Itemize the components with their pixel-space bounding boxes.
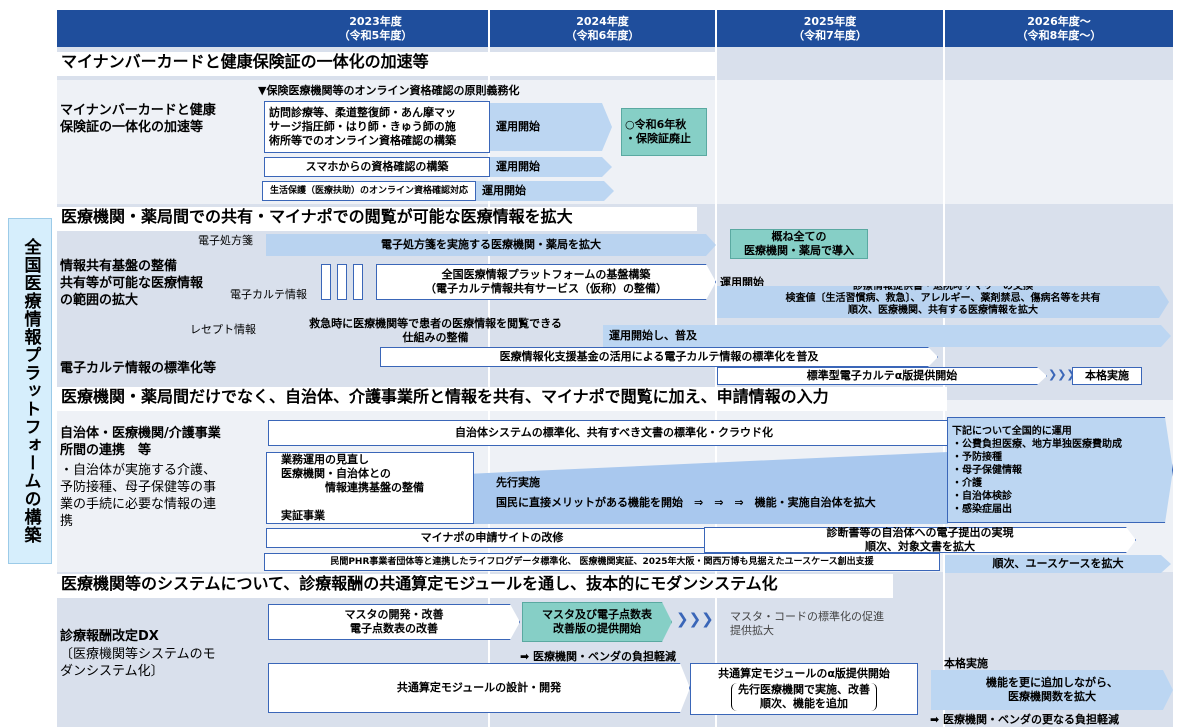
start-operation-arrow-1: 運用開始 (490, 103, 612, 151)
phase-bar (321, 264, 331, 300)
year-header-2026: 2026年度～ （令和8年度～） (945, 10, 1173, 47)
emr-standardization-arrow: 医療情報化支援基金の活用による電子カルテ情報の標準化を普及 (380, 347, 938, 367)
section-title-3: 医療機関・薬局間だけでなく、自治体、介護事業所と情報を共有、マイナポで閲覧に加え… (57, 387, 947, 411)
full-implementation-title: 本格実施 (944, 657, 988, 670)
mynaportal-arrow: マイナポの申請サイトの改修 (266, 528, 718, 548)
section-band (57, 80, 1173, 204)
section-title-1: マイナンバーカードと健康保険証の一体化の加速等 (57, 52, 717, 76)
alpha-release-text: 先行医療機関で実施、改善 順次、機能を追加 (731, 683, 877, 711)
pilot-text: 国民に直接メリットがある機能を開始 ⇒ ⇒ ⇒ 機能・実施自治体を拡大 (496, 496, 876, 509)
start-operation-arrow-3: 運用開始 (476, 181, 614, 201)
emr-start-label: 運用開始 (720, 276, 764, 289)
vendor-burden-note-1: ➡ 医療機関・ベンダの負担軽減 (520, 650, 677, 663)
section-label-2: 情報共有基盤の整備 共有等が可能な医療情報 の範囲の拡大 (60, 259, 204, 308)
phase-bar (353, 264, 363, 300)
phr-standardization-box: 民間PHR事業者団体等と連携したライフログデータ標準化、 医療機関実証、2025… (264, 553, 940, 571)
section-title-2: 医療機関・薬局間での共有・マイナポでの閲覧が可能な医療情報を拡大 (57, 207, 697, 231)
receipt-operation-arrow: 運用開始し、普及 (603, 325, 1171, 347)
tag-emr: 電子カルテ情報 (230, 288, 307, 301)
year-header-2025: 2025年度 （令和7年度） (717, 10, 943, 47)
tag-e-prescription: 電子処方箋 (198, 234, 253, 247)
emr-platform-box: 全国医療情報プラットフォームの基盤構築 （電子カルテ情報共有サービス（仮称）の整… (376, 264, 716, 300)
pilot-title: 先行実施 (496, 476, 540, 489)
section-label-4: 診療報酬改定DX (60, 629, 159, 644)
year-header-2023: 2023年度 （令和5年度） (263, 10, 488, 47)
module-design-arrow: 共通算定モジュールの設計・開発 (268, 663, 690, 713)
business-review-box: 業務運用の見直し 医療機関・自治体との 情報連携基盤の整備 実証事業 (266, 452, 474, 524)
milestone-text: ▼保険医療機関等のオンライン資格確認の原則義務化 (258, 84, 520, 97)
emergency-info-box: 救急時に医療機関等で患者の医療情報を閲覧できる 仕組みの整備 (309, 317, 562, 344)
nationwide-operation-box: 下記について全国的に運用 ・公費負担医療、地方単独医療費助成 ・予防接種 ・母子… (947, 417, 1173, 523)
full-implementation-box: 本格実施 (1072, 367, 1142, 385)
start-operation-arrow-2: 運用開始 (490, 157, 612, 177)
header-bar (57, 10, 263, 47)
municipal-standardization-arrow: 自治体システムの標準化、共有すべき文書の標準化・クラウド化 (268, 420, 960, 446)
section-label-3: 自治体・医療機関/介護事業 所間の連携 等 (60, 426, 221, 458)
e-prescription-arrow: 電子処方箋を実施する医療機関・薬局を拡大 (266, 234, 716, 256)
emr-standardization-label: 電子カルテ情報の標準化等 (60, 361, 217, 376)
online-qualification-box: 訪問診療等、柔道整復師・あん摩マッ サージ指圧師・はり師・きゅう師の施 術所等で… (264, 101, 490, 153)
alpha-release-box: 共通算定モジュールのα版提供開始 先行医療機関で実施、改善 順次、機能を追加 (690, 663, 918, 715)
section-note-3: ・自治体が実施する介護、 予防接種、母子保健等の事 業の手続に必要な情報の連 携 (60, 463, 217, 529)
usecase-expand-arrow: 順次、ユースケースを拡大 (945, 555, 1171, 573)
master-development-arrow: マスタの開発・改善 電子点数表の改善 (268, 604, 520, 640)
grid-divider (715, 10, 717, 727)
smartphone-qualification-box: スマホからの資格確認の構築 (264, 157, 490, 177)
grid-divider (488, 10, 490, 727)
emr-alpha-arrow: 標準型電子カルテα版提供開始 (717, 367, 1047, 385)
chevrons-master: ❯❯❯ (676, 610, 714, 628)
welfare-qualification-box: 生活保護（医療扶助）のオンライン資格確認対応 (262, 181, 476, 201)
vendor-burden-note-2: ➡ 医療機関・ベンダの更なる負担軽減 (930, 713, 1120, 726)
section-note-4: 〔医療機関等システムのモ ダンシステム化〕 (60, 647, 216, 679)
module-expand-arrow: 機能を更に追加しながら、 医療機関数を拡大 (931, 670, 1173, 710)
section-title-4: 医療機関等のシステムについて、診療報酬の共通算定モジュールを通し、抜本的にモダン… (57, 574, 893, 598)
phase-bar (337, 264, 347, 300)
side-title: 全国医療情報プラットフォームの構築 (8, 218, 52, 564)
insurance-card-abolish-box: ○令和6年秋 ・保険証廃止 (621, 108, 707, 156)
master-standardization-text: マスタ・コードの標準化の促進 提供拡大 (730, 610, 884, 637)
certificate-submission-arrow: 診断書等の自治体への電子提出の実現 順次、対象文書を拡大 (704, 527, 1136, 553)
e-prescription-goal-box: 概ね全ての 医療機関・薬局で導入 (730, 229, 868, 259)
tag-receipt: レセプト情報 (190, 323, 256, 336)
section-label-1: マイナンバーカードと健康 保険証の一体化の加速等 (60, 103, 216, 135)
chevrons: ❯❯❯ (1048, 368, 1076, 381)
year-header-2024: 2024年度 （令和6年度） (490, 10, 715, 47)
alpha-release-title: 共通算定モジュールのα版提供開始 (718, 667, 890, 680)
emr-sharing-arrow: 診療情報提供書・退院時サマリーの交換 検査値〔生活習慣病、救急〕、アレルギー、薬… (717, 286, 1169, 318)
master-release-box: マスタ及び電子点数表 改善版の提供開始 (522, 602, 672, 642)
